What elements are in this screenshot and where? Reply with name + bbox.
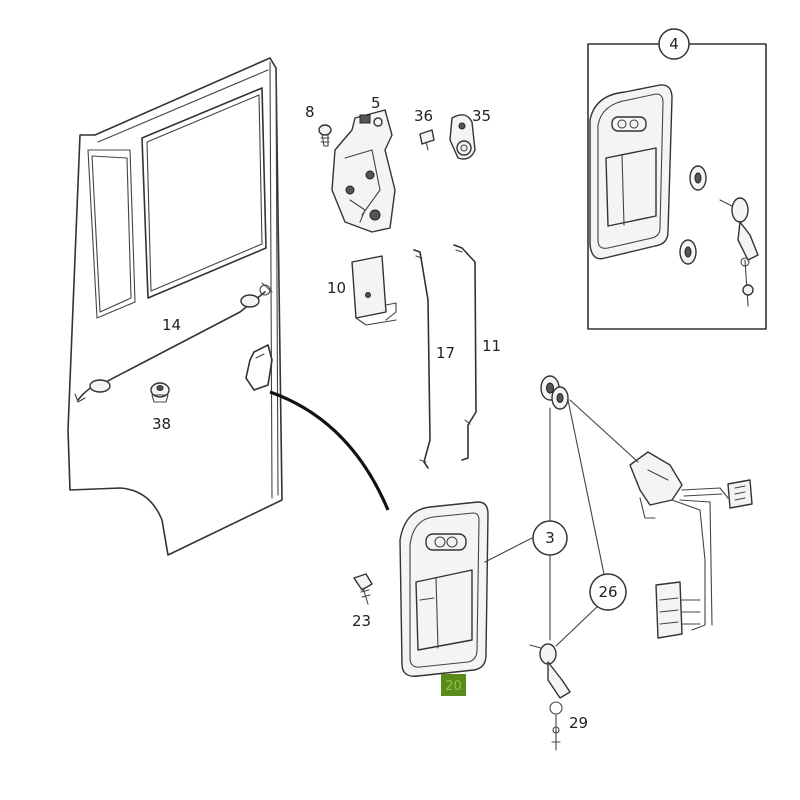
bushings-3 [540,375,569,410]
label-4: 4 [669,35,679,53]
clip-38 [150,382,170,403]
label-5: 5 [371,94,381,112]
door-panel [67,57,283,556]
label-36: 36 [414,107,433,125]
label-29: 29 [569,714,588,732]
outside-handle-20 [399,501,489,677]
callout-26: 26 [589,573,627,611]
plate-10 [351,255,397,326]
label-10: 10 [327,279,346,297]
callout-4: 4 [658,28,690,60]
screw-36 [419,129,435,151]
bolt-23 [353,573,373,605]
label-20: 20 [445,679,462,694]
rod-11 [453,244,477,461]
screw-8 [318,124,332,147]
highlight-20[interactable]: 20 [441,674,466,696]
label-23: 23 [352,612,371,630]
actuator-assembly [629,451,753,639]
rod-17 [413,249,431,469]
callout-3: 3 [532,520,568,556]
label-14: 14 [162,316,181,334]
inset-panel-4 [587,43,767,330]
lock-cylinder-29 [529,643,571,751]
label-3: 3 [545,529,555,547]
handle-cutout [245,344,273,391]
label-38: 38 [152,415,171,433]
leader-arrow [269,390,390,511]
label-17: 17 [436,344,455,362]
label-26: 26 [598,583,617,601]
door-cable-14 [74,282,273,403]
callout-leaders [484,29,675,647]
striker-35 [449,114,476,160]
label-11: 11 [482,337,501,355]
label-8: 8 [305,103,315,121]
door-lock-5 [331,109,396,233]
label-35: 35 [472,107,491,125]
